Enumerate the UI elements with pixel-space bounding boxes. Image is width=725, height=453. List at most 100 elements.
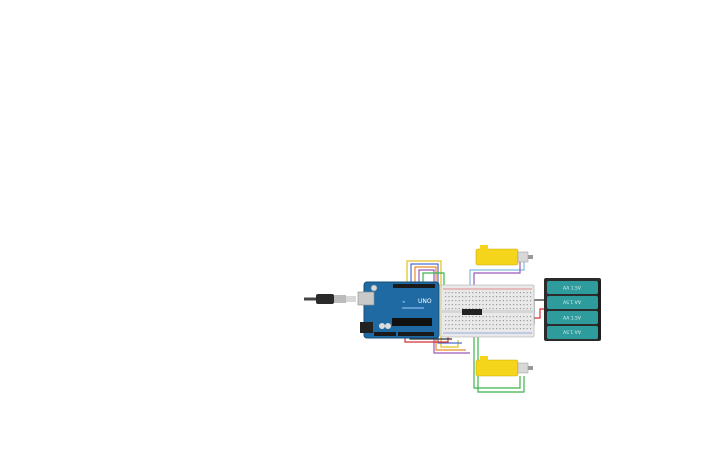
breadboard-hole[interactable] — [445, 320, 447, 322]
breadboard-hole[interactable] — [489, 324, 491, 326]
breadboard-hole[interactable] — [485, 320, 487, 322]
breadboard-hole[interactable] — [482, 300, 484, 302]
breadboard-hole[interactable] — [465, 324, 467, 326]
breadboard-hole[interactable] — [468, 324, 470, 326]
battery-cell-3[interactable]: AA 1.5V — [547, 311, 598, 324]
breadboard-hole[interactable] — [465, 296, 467, 298]
breadboard-hole[interactable] — [506, 316, 508, 318]
breadboard-hole[interactable] — [472, 328, 474, 330]
breadboard-hole[interactable] — [489, 296, 491, 298]
breadboard-hole[interactable] — [509, 304, 511, 306]
breadboard-hole[interactable] — [482, 328, 484, 330]
breadboard-hole[interactable] — [458, 316, 460, 318]
breadboard-hole[interactable] — [492, 320, 494, 322]
breadboard-hole[interactable] — [499, 308, 501, 310]
breadboard-hole[interactable] — [482, 308, 484, 310]
breadboard-hole[interactable] — [455, 292, 457, 294]
breadboard-hole[interactable] — [445, 300, 447, 302]
breadboard-hole[interactable] — [475, 308, 477, 310]
breadboard-hole[interactable] — [472, 316, 474, 318]
breadboard-hole[interactable] — [519, 292, 521, 294]
breadboard-hole[interactable] — [513, 296, 515, 298]
breadboard-hole[interactable] — [448, 296, 450, 298]
breadboard-hole[interactable] — [465, 328, 467, 330]
battery-cell-4[interactable]: AA 1.5V — [547, 326, 598, 339]
breadboard-hole[interactable] — [530, 296, 532, 298]
breadboard-hole[interactable] — [526, 328, 528, 330]
breadboard-hole[interactable] — [482, 296, 484, 298]
breadboard-hole[interactable] — [462, 300, 464, 302]
breadboard-hole[interactable] — [479, 304, 481, 306]
breadboard-hole[interactable] — [509, 300, 511, 302]
breadboard-hole[interactable] — [479, 320, 481, 322]
breadboard-hole[interactable] — [530, 300, 532, 302]
breadboard-hole[interactable] — [479, 328, 481, 330]
breadboard-hole[interactable] — [523, 320, 525, 322]
breadboard-hole[interactable] — [499, 292, 501, 294]
breadboard-hole[interactable] — [502, 296, 504, 298]
breadboard-hole[interactable] — [472, 308, 474, 310]
breadboard-hole[interactable] — [519, 316, 521, 318]
breadboard-hole[interactable] — [448, 308, 450, 310]
breadboard-hole[interactable] — [468, 304, 470, 306]
breadboard-hole[interactable] — [519, 300, 521, 302]
breadboard-hole[interactable] — [451, 324, 453, 326]
breadboard-hole[interactable] — [472, 324, 474, 326]
breadboard-hole[interactable] — [502, 304, 504, 306]
breadboard-hole[interactable] — [516, 316, 518, 318]
breadboard-hole[interactable] — [492, 304, 494, 306]
dc-motor-top[interactable] — [475, 245, 533, 266]
breadboard-hole[interactable] — [451, 300, 453, 302]
breadboard-hole[interactable] — [458, 320, 460, 322]
breadboard-hole[interactable] — [485, 296, 487, 298]
breadboard-hole[interactable] — [445, 304, 447, 306]
breadboard-hole[interactable] — [445, 328, 447, 330]
breadboard-hole[interactable] — [530, 292, 532, 294]
breadboard-hole[interactable] — [489, 320, 491, 322]
breadboard-hole[interactable] — [526, 324, 528, 326]
breadboard-hole[interactable] — [499, 324, 501, 326]
breadboard-hole[interactable] — [485, 304, 487, 306]
breadboard-hole[interactable] — [482, 292, 484, 294]
breadboard-hole[interactable] — [509, 328, 511, 330]
breadboard-hole[interactable] — [499, 328, 501, 330]
breadboard-hole[interactable] — [523, 304, 525, 306]
breadboard-holes[interactable] — [445, 292, 532, 330]
breadboard-hole[interactable] — [458, 328, 460, 330]
breadboard-hole[interactable] — [519, 296, 521, 298]
breadboard-hole[interactable] — [499, 304, 501, 306]
breadboard-hole[interactable] — [496, 296, 498, 298]
breadboard-hole[interactable] — [499, 320, 501, 322]
breadboard-hole[interactable] — [526, 304, 528, 306]
breadboard-hole[interactable] — [526, 308, 528, 310]
breadboard-hole[interactable] — [455, 316, 457, 318]
breadboard-hole[interactable] — [509, 324, 511, 326]
breadboard-hole[interactable] — [513, 320, 515, 322]
breadboard-hole[interactable] — [492, 292, 494, 294]
breadboard-hole[interactable] — [509, 320, 511, 322]
breadboard-hole[interactable] — [526, 296, 528, 298]
breadboard-hole[interactable] — [475, 324, 477, 326]
breadboard-hole[interactable] — [526, 316, 528, 318]
breadboard-hole[interactable] — [455, 296, 457, 298]
breadboard-hole[interactable] — [458, 304, 460, 306]
breadboard-hole[interactable] — [482, 316, 484, 318]
breadboard-hole[interactable] — [445, 316, 447, 318]
breadboard-hole[interactable] — [530, 320, 532, 322]
breadboard-hole[interactable] — [479, 308, 481, 310]
breadboard-hole[interactable] — [519, 320, 521, 322]
breadboard-hole[interactable] — [516, 296, 518, 298]
breadboard-hole[interactable] — [516, 304, 518, 306]
breadboard-hole[interactable] — [516, 324, 518, 326]
dc-motor-bottom[interactable] — [475, 356, 533, 377]
breadboard-hole[interactable] — [451, 316, 453, 318]
battery-pack[interactable]: AA 1.5V AA 1.5V AA 1.5V AA 1.5V — [544, 278, 601, 341]
breadboard-hole[interactable] — [485, 292, 487, 294]
breadboard-hole[interactable] — [513, 328, 515, 330]
breadboard-hole[interactable] — [462, 328, 464, 330]
breadboard-hole[interactable] — [513, 292, 515, 294]
breadboard-hole[interactable] — [513, 324, 515, 326]
breadboard-hole[interactable] — [451, 296, 453, 298]
breadboard-hole[interactable] — [448, 292, 450, 294]
breadboard-hole[interactable] — [530, 304, 532, 306]
